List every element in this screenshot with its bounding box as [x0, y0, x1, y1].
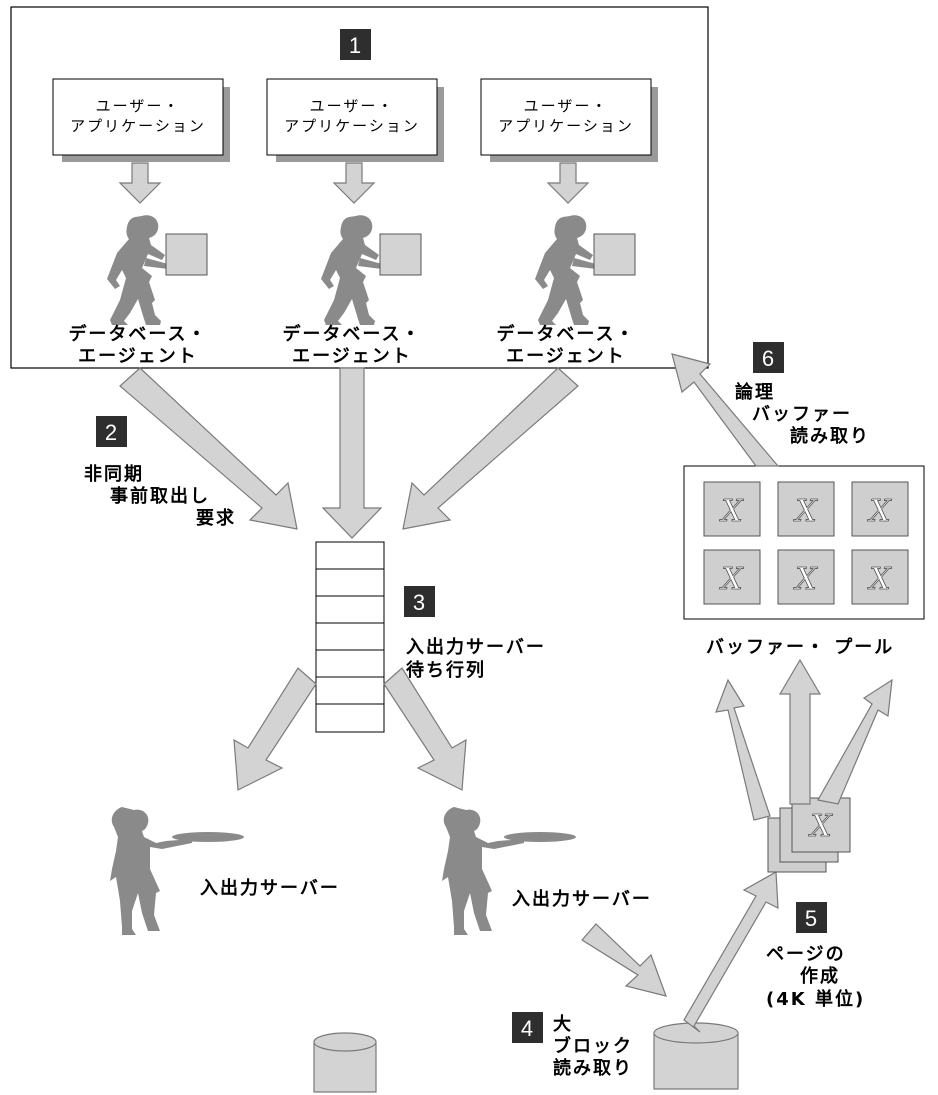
db-agent-label: エージェント — [506, 346, 626, 367]
buffer-page — [777, 481, 835, 537]
fill-arrow-icon — [817, 678, 893, 805]
fill-arrow-icon — [778, 658, 822, 805]
io-server-label: 入出力サーバー — [512, 888, 652, 910]
page-arrow-icon — [683, 871, 779, 1033]
down-arrow-icon — [118, 162, 162, 204]
io-server-queue — [315, 541, 385, 733]
io-server-figure-icon — [110, 807, 244, 935]
request-arrow-icon — [119, 367, 298, 530]
big-block-read-label: ブロック — [553, 1035, 633, 1057]
svg-text:3: 3 — [413, 590, 425, 615]
buffer-page — [703, 481, 761, 537]
db-agent-label: エージェント — [292, 346, 412, 367]
page-x-icon: X — [867, 494, 892, 529]
page-x-icon: X — [719, 562, 744, 597]
db-agent-label: データベース・ — [496, 323, 635, 345]
step-badge-2: 2 — [96, 416, 127, 447]
step-badge-4: 4 — [512, 1012, 543, 1043]
io-queue-label: 入出力サーバー — [406, 636, 546, 658]
db-agent-label: データベース・ — [282, 323, 421, 345]
svg-text:5: 5 — [805, 906, 817, 931]
prefetch-request-label: 非同期 — [84, 463, 144, 485]
svg-text:アプリケーション: アプリケーション — [70, 117, 206, 135]
svg-text:ユーザー・: ユーザー・ — [310, 97, 395, 115]
prefetch-request-label: 要求 — [196, 507, 236, 529]
logical-read-label: 読み取り — [790, 425, 870, 447]
db-agent-label: データベース・ — [68, 323, 207, 345]
page-creation-label: (4K 単位) — [766, 988, 865, 1010]
page-creation-label: 作成 — [800, 965, 840, 987]
buffer-pool-label: バッファー・ プール — [706, 636, 894, 658]
io-server-figure-icon — [442, 807, 576, 935]
step-badge-1: 1 — [340, 29, 371, 60]
svg-text:X: X — [808, 809, 833, 844]
svg-text:ユーザー・: ユーザー・ — [524, 97, 609, 115]
svg-text:2: 2 — [105, 420, 117, 445]
step-badge-6: 6 — [753, 342, 784, 373]
page-x-icon: X — [793, 562, 818, 597]
step-badge-5: 5 — [796, 902, 827, 933]
agent-figure-icon — [321, 215, 422, 325]
agent-figure-icon — [107, 215, 208, 325]
request-arrow-icon — [321, 367, 383, 539]
request-arrow-icon — [402, 367, 579, 530]
buffer-page — [851, 549, 909, 605]
down-arrow-icon — [332, 162, 376, 204]
agent-figure-icon — [535, 215, 636, 325]
logical-read-label: 論理 — [735, 381, 775, 403]
svg-text:6: 6 — [762, 346, 774, 371]
user-application-1: ユーザー・ アプリケーション — [52, 78, 230, 162]
svg-text:ユーザー・: ユーザー・ — [96, 97, 181, 115]
io-queue-label: 待ち行列 — [406, 659, 486, 681]
disk-icon — [653, 1022, 739, 1090]
buffer-page — [703, 549, 761, 605]
down-arrow-icon — [546, 162, 590, 204]
step-badge-3: 3 — [404, 586, 435, 617]
fill-arrow-icon — [715, 678, 771, 821]
page-x-icon: X — [793, 494, 818, 529]
dispatch-arrow-icon — [233, 667, 317, 791]
io-server-label: 入出力サーバー — [200, 877, 340, 899]
prefetch-request-label: 事前取出し — [110, 485, 210, 507]
svg-text:アプリケーション: アプリケーション — [284, 117, 420, 135]
dispatch-arrow-icon — [383, 667, 467, 791]
read-arrow-icon — [581, 923, 667, 997]
big-block-read-label: 読み取り — [553, 1057, 633, 1079]
user-application-3: ユーザー・ アプリケーション — [480, 78, 658, 162]
big-block-read-label: 大 — [553, 1013, 573, 1035]
disk-icon — [313, 1032, 377, 1093]
svg-text:4: 4 — [521, 1016, 533, 1041]
svg-text:アプリケーション: アプリケーション — [498, 117, 634, 135]
page-stack-icon: X — [767, 797, 851, 873]
page-x-icon: X — [867, 562, 892, 597]
page-creation-label: ページの — [766, 944, 846, 965]
page-x-icon: X — [719, 494, 744, 529]
logical-read-label: バッファー — [752, 404, 852, 425]
logical-read-arrow-icon — [671, 353, 780, 467]
db-agent-label: エージェント — [78, 346, 198, 367]
buffer-page — [851, 481, 909, 537]
buffer-page — [777, 549, 835, 605]
user-application-2: ユーザー・ アプリケーション — [266, 78, 444, 162]
svg-text:1: 1 — [349, 33, 361, 58]
